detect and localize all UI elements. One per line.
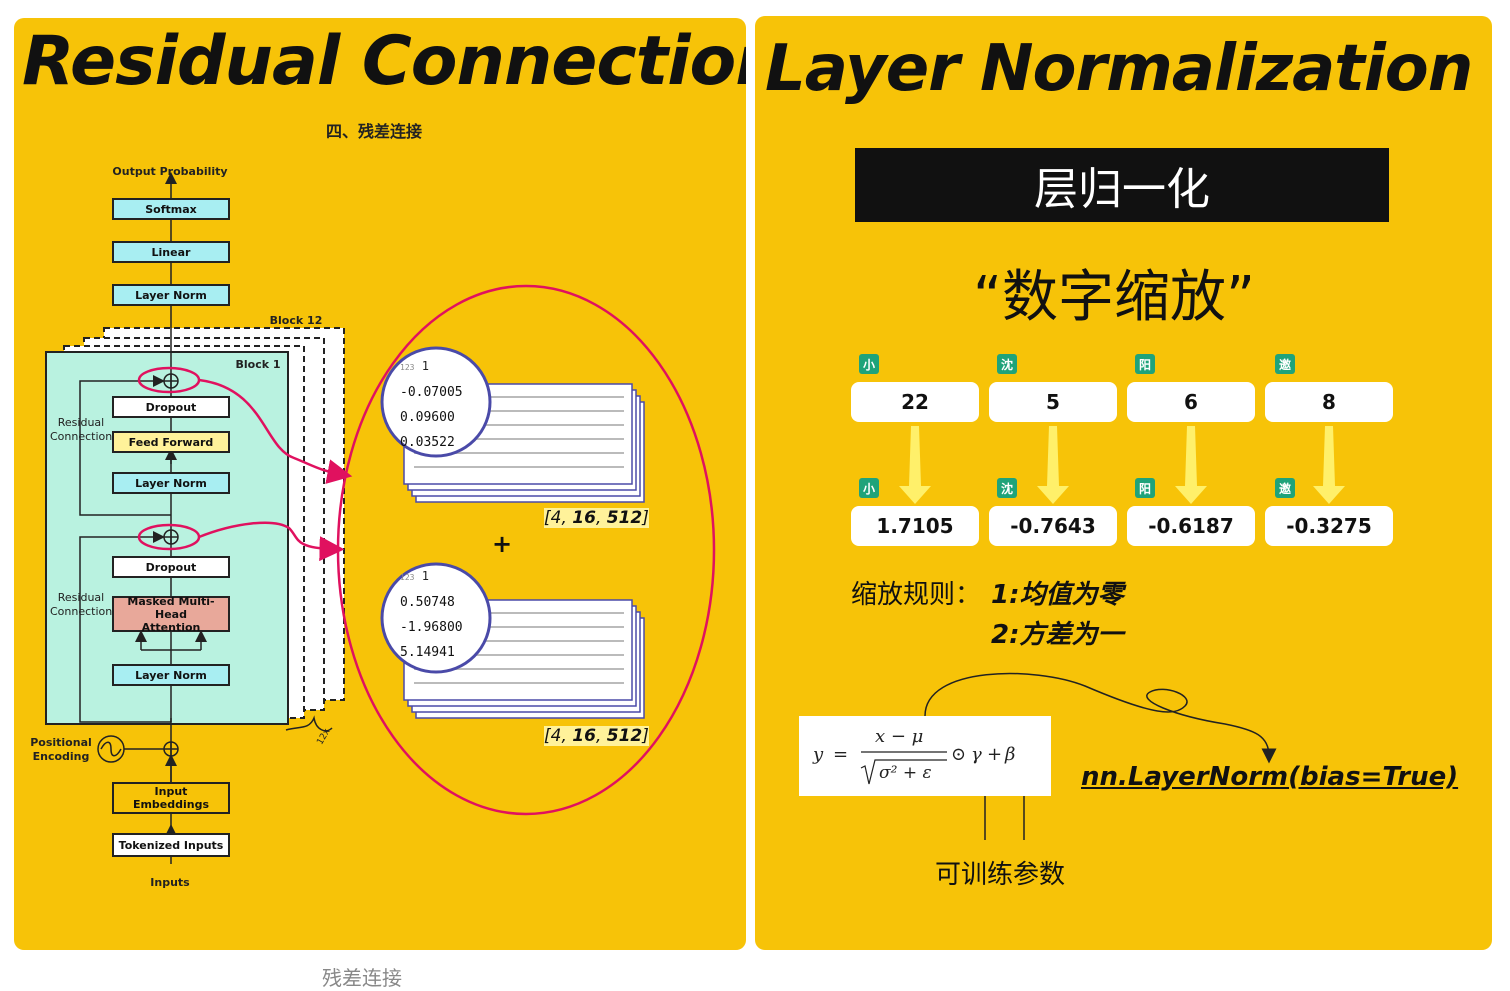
- tag-top-1: 小: [859, 354, 879, 374]
- dropout-upper-box: Dropout: [112, 396, 230, 418]
- mha-line-2: Attention: [141, 620, 201, 634]
- normalized-value-2: -0.7643: [989, 506, 1117, 546]
- footer-caption: 残差连接: [322, 966, 402, 990]
- tag-top-3: 阳: [1135, 354, 1155, 374]
- svg-text:β: β: [1004, 744, 1015, 765]
- residual-connection-title: Residual Connection: [22, 22, 746, 101]
- feed-forward-box: Feed Forward: [112, 431, 230, 453]
- tokenized-inputs-box: Tokenized Inputs: [112, 833, 230, 857]
- svg-text:y: y: [812, 744, 824, 765]
- layer-normalization-panel: Layer Normalization 层归一化 “数字缩放” 小 沈 阳 邀 …: [755, 16, 1492, 950]
- raw-value-3: 6: [1127, 382, 1255, 422]
- normalized-value-3: -0.6187: [1127, 506, 1255, 546]
- magnifier-top: [380, 346, 492, 458]
- layer-norm-mid-box: Layer Norm: [112, 472, 230, 494]
- layernorm-formula: y = x − μ σ² + ε ⊙ γ + β: [799, 716, 1051, 796]
- tag-bottom-1: 小: [859, 478, 879, 498]
- scaling-rule-1: 1:均值为零: [991, 580, 1124, 610]
- tensor-stack-bottom: [403, 599, 645, 719]
- svg-text:x − μ: x − μ: [875, 726, 923, 747]
- svg-text:γ: γ: [971, 744, 982, 765]
- raw-value-4: 8: [1265, 382, 1393, 422]
- tensor-highlight-ellipse: [336, 284, 716, 816]
- layer-norm-top-box: Layer Norm: [112, 284, 230, 306]
- number-scaling-subtitle: “数字缩放”: [973, 265, 1256, 330]
- tag-bottom-3: 阳: [1135, 478, 1155, 498]
- tensor-bottom-column: 123 1: [400, 569, 429, 583]
- svg-text:σ² + ε: σ² + ε: [879, 763, 932, 783]
- tag-top-2: 沈: [997, 354, 1017, 374]
- tag-bottom-4: 邀: [1275, 478, 1295, 498]
- dropout-lower-box: Dropout: [112, 556, 230, 578]
- raw-value-2: 5: [989, 382, 1117, 422]
- layer-norm-bottom-box: Layer Norm: [112, 664, 230, 686]
- masked-multi-head-attention-box: Masked Multi-Head Attention: [112, 594, 230, 634]
- softmax-box: Softmax: [112, 198, 230, 220]
- tensor-top-column: 123 1: [400, 359, 429, 373]
- block-12-label: Block 12: [269, 314, 323, 327]
- output-probability-label: Output Probability: [112, 165, 228, 178]
- tensor-top-values: 123 1 -0.07005 0.09600 0.03522: [400, 354, 482, 455]
- svg-text:=: =: [833, 744, 848, 765]
- svg-text:+: +: [987, 744, 1002, 765]
- tensor-bottom-values: 123 1 0.50748 -1.96800 5.14941: [400, 564, 482, 665]
- mha-line-1: Masked Multi-Head: [127, 594, 215, 621]
- scaling-rule-2: 2:方差为一: [991, 620, 1124, 650]
- scaling-rule-label: 缩放规则：: [851, 580, 982, 610]
- layer-norm-banner: 层归一化: [855, 148, 1389, 222]
- layer-normalization-title: Layer Normalization: [765, 32, 1473, 106]
- magnifier-bottom: [380, 562, 492, 674]
- normalized-value-1: 1.7105: [851, 506, 979, 546]
- layernorm-code: nn.LayerNorm(bias=True): [1081, 762, 1459, 792]
- layernorm-graphics: [899, 426, 1345, 840]
- tag-top-4: 邀: [1275, 354, 1295, 374]
- block-1-label: Block 1: [235, 358, 281, 371]
- raw-value-1: 22: [851, 382, 979, 422]
- tensor-top-shape: [4, 16, 512]: [544, 508, 649, 528]
- svg-text:⊙: ⊙: [951, 744, 966, 765]
- residual-subtitle: 四、残差连接: [326, 122, 423, 141]
- tensor-plus-sign: +: [492, 530, 513, 558]
- linear-box: Linear: [112, 241, 230, 263]
- inputs-label: Inputs: [150, 876, 190, 889]
- tensor-stack-top: [403, 383, 645, 503]
- tensor-bottom-shape: [4, 16, 512]: [544, 726, 649, 746]
- normalized-value-4: -0.3275: [1265, 506, 1393, 546]
- layernorm-formula-drawing: y = x − μ σ² + ε ⊙ γ + β: [812, 726, 1015, 785]
- trainable-params-label: 可训练参数: [935, 860, 1066, 890]
- residual-connection-panel: Residual Connection 四、残差连接: [14, 18, 746, 950]
- tag-bottom-2: 沈: [997, 478, 1017, 498]
